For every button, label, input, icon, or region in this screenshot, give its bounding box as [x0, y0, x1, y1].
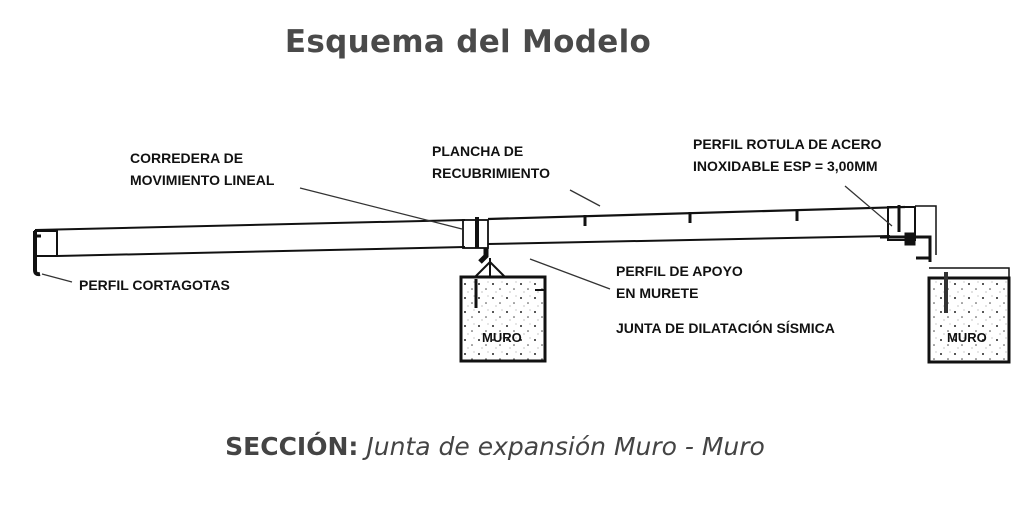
diagram-title: Esquema del Modelo — [284, 24, 652, 60]
wall-label-right: MURO — [947, 330, 987, 345]
wall-label-left: MURO — [482, 330, 522, 345]
tick-marks — [583, 210, 799, 226]
label-corredera-line1: CORREDERA DE — [130, 150, 243, 166]
label-rotula-line1: PERFIL ROTULA DE ACERO — [693, 136, 882, 152]
label-plancha-line1: PLANCHA DE — [432, 143, 523, 159]
label-cortagotas: PERFIL CORTAGOTAS — [79, 277, 230, 293]
label-apoyo-line1: PERFIL DE APOYO — [616, 263, 743, 279]
cover-beam — [34, 205, 906, 257]
pivot-profile — [880, 205, 937, 262]
label-apoyo-line2: EN MURETE — [616, 285, 698, 301]
label-junta: JUNTA DE DILATACIÓN SÍSMICA — [616, 319, 835, 336]
section-caption: SECCIÓN: Junta de expansión Muro - Muro — [0, 432, 990, 461]
left-wall: MURO — [459, 275, 547, 363]
drip-profile — [33, 230, 58, 277]
sliding-joint — [462, 217, 506, 278]
label-rotula-line2: INOXIDABLE ESP = 3,00MM — [693, 158, 878, 174]
label-plancha-line2: RECUBRIMIENTO — [432, 165, 550, 181]
leader-lines — [41, 185, 893, 290]
caption-italic: Junta de expansión Muro - Muro — [366, 432, 765, 461]
right-wall: MURO — [927, 267, 1011, 364]
label-corredera-line2: MOVIMIENTO LINEAL — [130, 172, 275, 188]
caption-bold: SECCIÓN: — [225, 432, 359, 461]
